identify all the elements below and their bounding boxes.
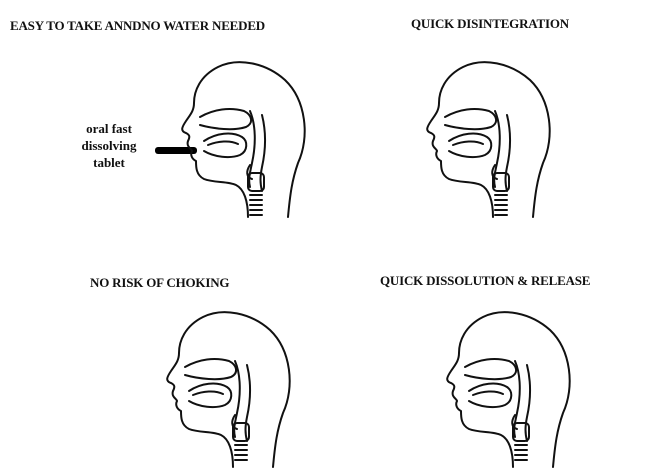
head-illustration-bottom-right (435, 295, 595, 475)
panel-title-no-risk-of-choking: NO RISK OF CHOKING (90, 276, 229, 289)
tablet-callout-label: oral fast dissolving tablet (64, 120, 154, 171)
head-illustration-top-right (415, 45, 575, 225)
head-illustration-bottom-left (155, 295, 315, 475)
panel-title-quick-dissolution: QUICK DISSOLUTION & RELEASE (380, 274, 590, 287)
tablet-callout-line-1: oral fast (64, 120, 154, 137)
tablet-callout-line-3: tablet (64, 154, 154, 171)
panel-title-easy-to-take: EASY TO TAKE ANNDNO WATER NEEDED (10, 19, 265, 32)
panel-title-quick-disintegration: QUICK DISINTEGRATION (411, 17, 569, 30)
head-illustration-top-left (170, 45, 330, 225)
tablet-callout-line-2: dissolving (64, 137, 154, 154)
